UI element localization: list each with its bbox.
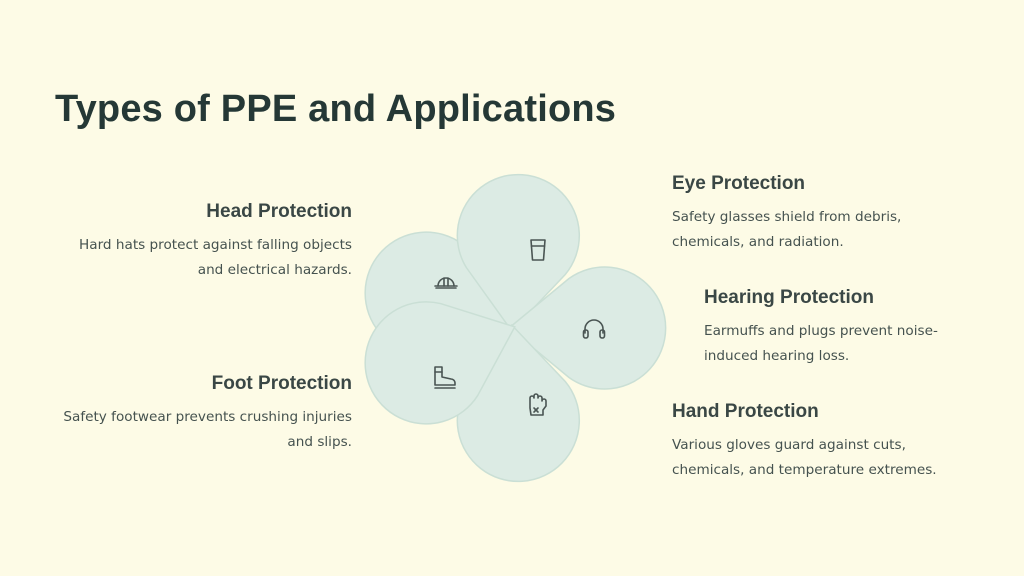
eye-protection-description: Safety glasses shield from debris, chemi…: [672, 205, 962, 255]
eye-protection-heading: Eye Protection: [672, 173, 806, 194]
foot-protection-description: Safety footwear prevents crushing injuri…: [52, 405, 352, 455]
hearing-protection-heading: Hearing Protection: [704, 287, 874, 308]
head-protection-description: Hard hats protect against falling object…: [52, 233, 352, 283]
boot-icon: [434, 366, 456, 389]
petal-eye: [456, 173, 581, 333]
foot-protection-heading: Foot Protection: [211, 373, 352, 394]
hearing-protection-line-1: Earmuffs and plugs prevent noise-: [704, 323, 938, 339]
eye-protection-line-2: chemicals, and radiation.: [672, 234, 844, 250]
headphones-icon: [582, 319, 606, 339]
hearing-protection-line-2: induced hearing loss.: [704, 348, 850, 364]
hand-protection-description: Various gloves guard against cuts, chemi…: [672, 433, 972, 483]
eye-protection-block: Eye Protection Safety glasses shield fro…: [672, 173, 962, 255]
petal-hearing: [507, 266, 667, 390]
foot-protection-block: Foot Protection Safety footwear prevents…: [52, 373, 352, 455]
head-protection-heading: Head Protection: [206, 201, 352, 222]
hand-protection-line-1: Various gloves guard against cuts,: [672, 437, 906, 453]
eye-protection-line-1: Safety glasses shield from debris,: [672, 209, 902, 225]
petal-foot: [364, 301, 516, 425]
hand-protection-block: Hand Protection Various gloves guard aga…: [672, 401, 972, 483]
foot-protection-line-2: and slips.: [287, 434, 352, 450]
glasses-icon: [530, 239, 546, 261]
glove-icon: [529, 393, 547, 416]
page-title: Types of PPE and Applications: [55, 88, 617, 130]
head-protection-line-1: Hard hats protect against falling object…: [79, 237, 352, 253]
hearing-protection-description: Earmuffs and plugs prevent noise- induce…: [704, 319, 994, 369]
hand-protection-heading: Hand Protection: [672, 401, 819, 422]
hand-protection-line-2: chemicals, and temperature extremes.: [672, 462, 937, 478]
foot-protection-line-1: Safety footwear prevents crushing injuri…: [63, 409, 352, 425]
head-protection-block: Head Protection Hard hats protect agains…: [52, 201, 352, 283]
hard-hat-icon: [434, 277, 458, 289]
head-protection-line-2: and electrical hazards.: [197, 262, 352, 278]
hearing-protection-block: Hearing Protection Earmuffs and plugs pr…: [704, 287, 994, 369]
